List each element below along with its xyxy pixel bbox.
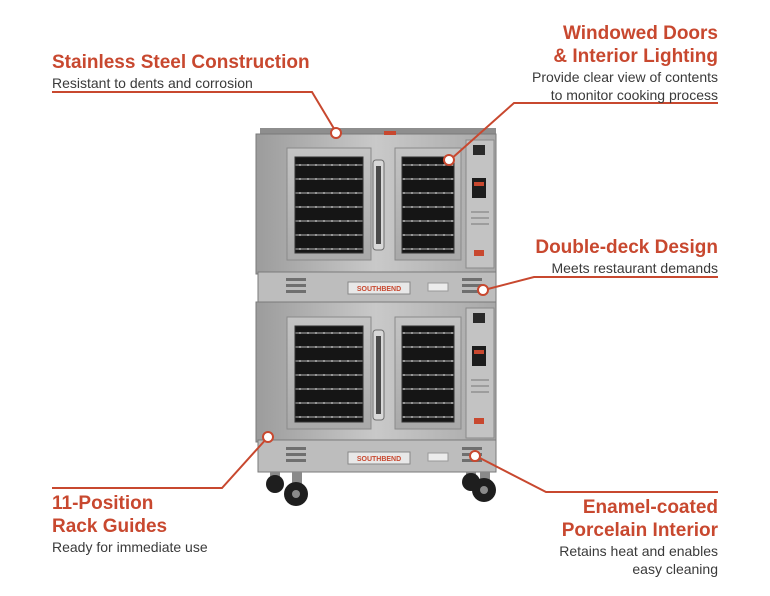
stainless-callout-dot (330, 127, 342, 139)
enamel-callout-line (475, 455, 718, 493)
lower-oven: SOUTHBEND (255, 301, 497, 473)
enamel-callout: Enamel-coated Porcelain Interior Retains… (559, 496, 718, 578)
lower-brand-plate: SOUTHBEND (357, 456, 401, 463)
double-deck-callout-line (483, 276, 718, 291)
double-deck-title: Double-deck Design (535, 237, 718, 258)
windowed-title: Windowed Doors & Interior Lighting (553, 23, 718, 67)
windowed-callout: Windowed Doors & Interior Lighting Provi… (532, 22, 718, 104)
double-deck-callout: Double-deck Design Meets restaurant dema… (535, 236, 718, 277)
windowed-callout-line (449, 102, 718, 161)
double-deck-desc: Meets restaurant demands (551, 260, 718, 276)
rack-guides-desc: Ready for immediate use (52, 539, 208, 555)
enamel-desc: Retains heat and enables easy cleaning (559, 543, 718, 577)
rack-guides-callout: 11-Position Rack Guides Ready for immedi… (52, 492, 208, 556)
double-deck-callout-dot (477, 284, 489, 296)
caster-wheels (266, 472, 496, 506)
windowed-callout-dot (443, 154, 455, 166)
rack-guides-title: 11-Position Rack Guides (52, 493, 168, 537)
rack-guides-callout-dot (262, 431, 274, 443)
enamel-callout-dot (469, 450, 481, 462)
upper-brand-plate: SOUTHBEND (357, 286, 401, 293)
enamel-title: Enamel-coated Porcelain Interior (561, 497, 718, 541)
windowed-desc: Provide clear view of contents to monito… (532, 69, 718, 103)
stainless-desc: Resistant to dents and corrosion (52, 75, 253, 91)
rack-guides-callout-line (52, 436, 269, 489)
stainless-callout-line (52, 91, 337, 133)
stainless-callout: Stainless Steel Construction Resistant t… (52, 51, 310, 92)
stainless-title: Stainless Steel Construction (52, 52, 310, 73)
upper-oven: SOUTHBEND (255, 128, 497, 303)
